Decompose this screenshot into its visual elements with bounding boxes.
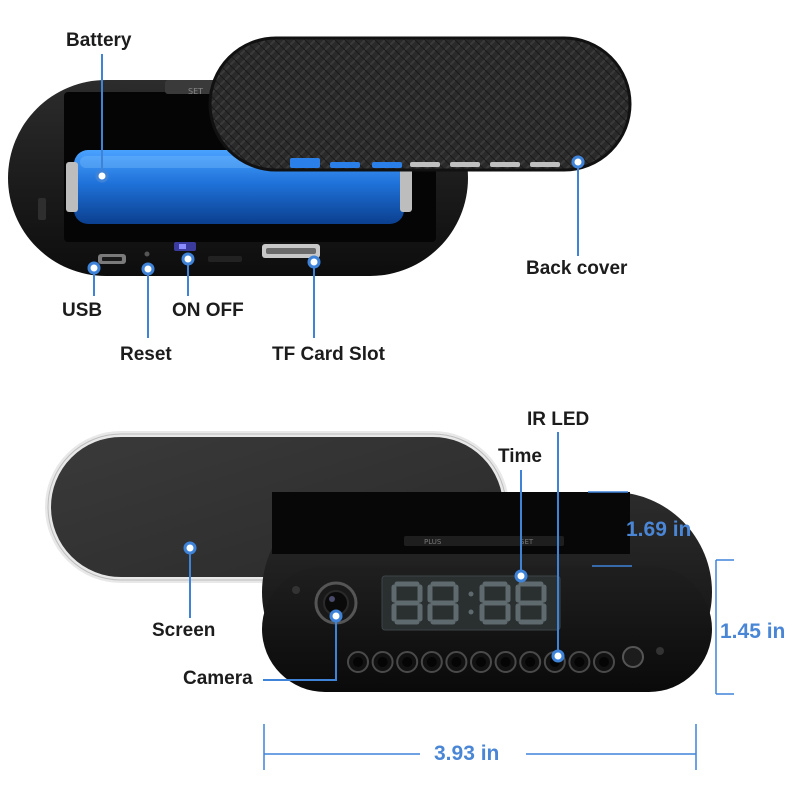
battery-label: Battery xyxy=(66,30,132,51)
set-marking-top: SET xyxy=(188,87,203,96)
back-cover xyxy=(208,36,632,172)
reset-hole xyxy=(144,251,150,257)
set-marking-front: SET xyxy=(520,538,534,546)
ir-led-lens xyxy=(402,657,413,667)
ir-led-lens xyxy=(451,657,462,667)
depth-dimension: 1.69 in xyxy=(626,518,692,541)
height-dimension: 1.45 in xyxy=(720,620,786,643)
callouts-bottom xyxy=(189,432,559,681)
on-off-label: ON OFF xyxy=(172,300,244,321)
callout-dots-top xyxy=(87,155,585,276)
usb-label: USB xyxy=(62,300,103,321)
screen-label: Screen xyxy=(152,620,216,641)
ir-led-lens xyxy=(426,657,437,667)
time-label: Time xyxy=(498,446,543,467)
ir-led-lens xyxy=(525,657,536,667)
time-display xyxy=(381,575,561,631)
light-sensor xyxy=(622,646,644,668)
port-strip xyxy=(98,242,320,264)
ir-led-lens xyxy=(500,657,511,667)
reset-label: Reset xyxy=(120,344,172,365)
camera-label: Camera xyxy=(183,668,253,689)
callout-dots-bottom xyxy=(183,541,565,663)
ir-led-lens xyxy=(599,657,609,667)
ir-led-lens xyxy=(377,657,388,667)
ir-led-lens xyxy=(574,657,585,667)
ir-led-lens xyxy=(353,657,363,667)
tf-card-slot-label: TF Card Slot xyxy=(272,344,385,365)
plus-marking: PLUS xyxy=(424,538,442,546)
back-cover-label: Back cover xyxy=(526,258,628,279)
dimension-lines xyxy=(263,491,734,770)
ir-led-lens xyxy=(476,657,486,667)
callouts-top xyxy=(93,54,579,338)
ir-led-row xyxy=(347,651,615,673)
width-dimension: 3.93 in xyxy=(434,742,500,765)
ir-led-label: IR LED xyxy=(527,409,590,430)
